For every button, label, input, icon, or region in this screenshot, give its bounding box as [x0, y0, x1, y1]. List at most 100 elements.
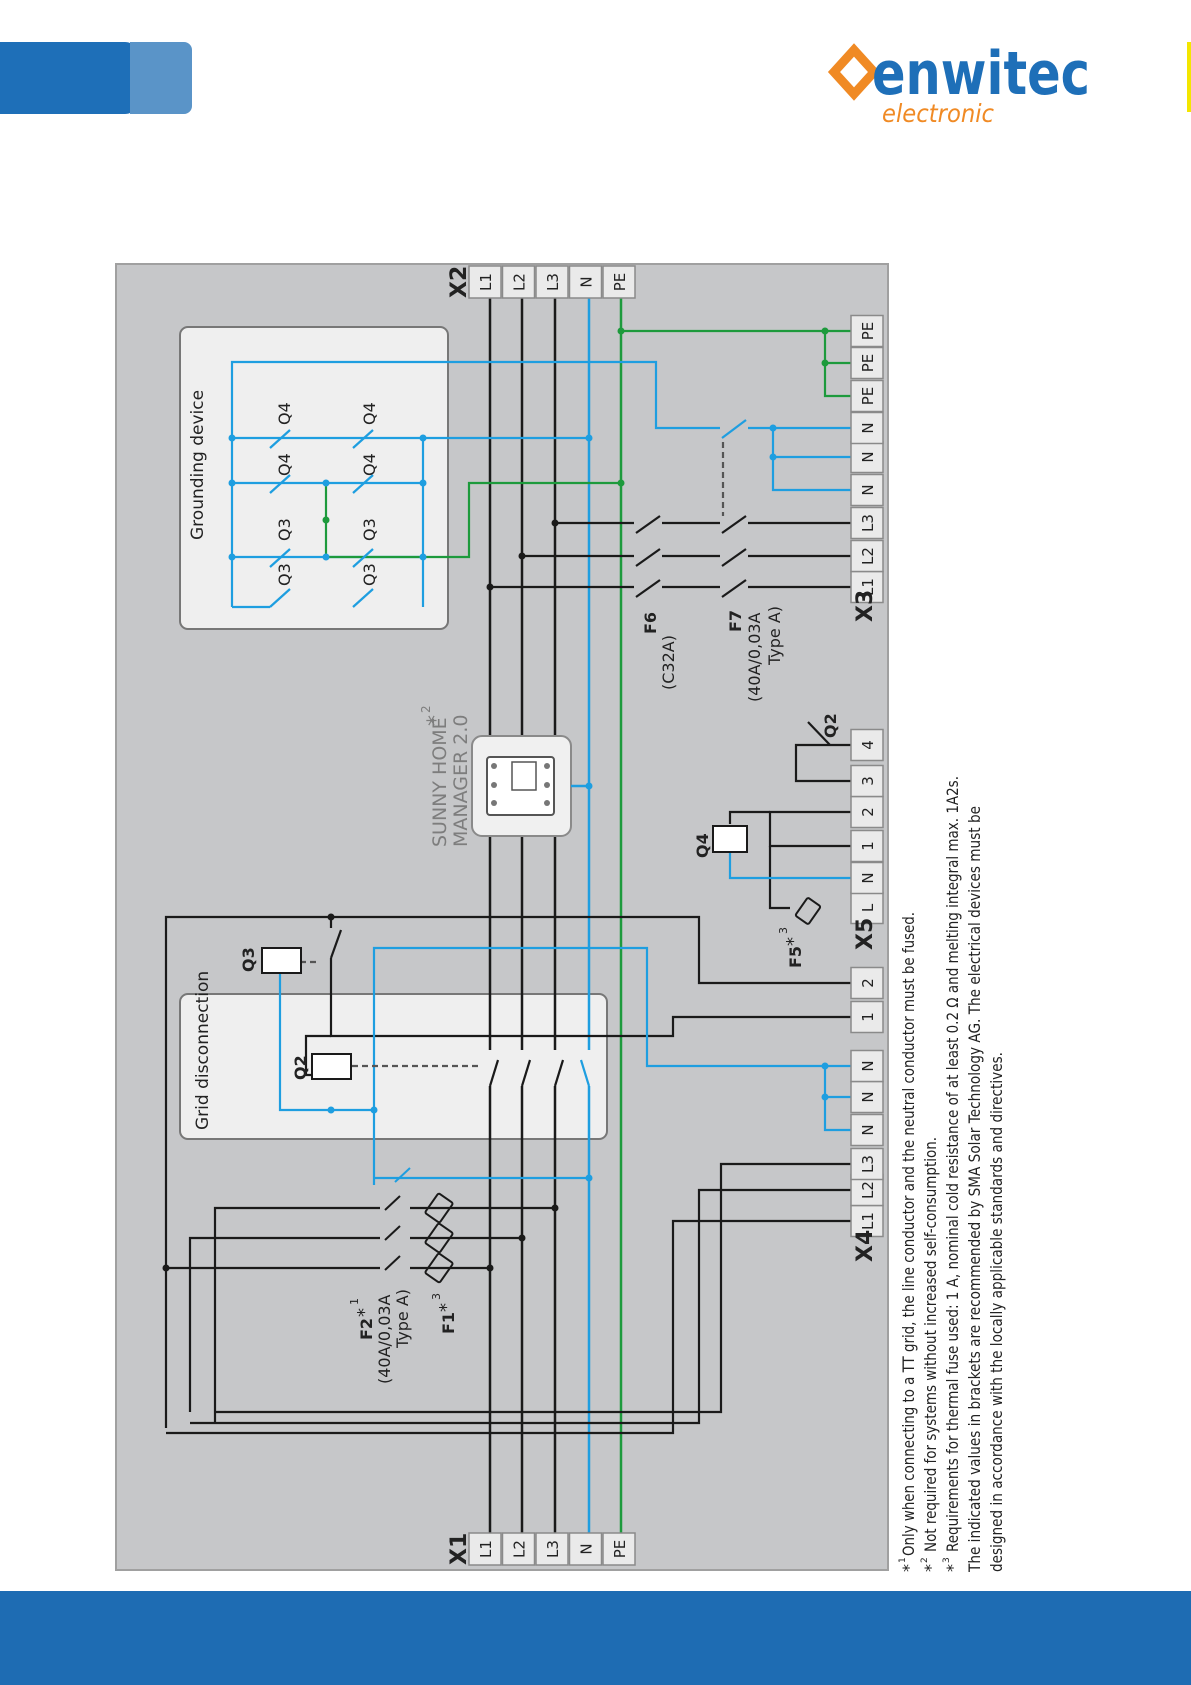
x3-terminal-label: L2: [859, 547, 877, 565]
f6-rating: (C32A): [659, 635, 678, 690]
x4-terminal-label: N: [859, 1091, 877, 1102]
q3-label-2: Q3: [275, 518, 294, 541]
x4-terminal-label: L3: [859, 1155, 877, 1173]
q4-coil: [712, 825, 748, 853]
x4-terminal-cell: [850, 1204, 884, 1238]
footnote-2-mark: *: [921, 1564, 940, 1572]
x4-terminal-label: L1: [859, 1212, 877, 1230]
x3-terminal-label: PE: [859, 354, 877, 373]
f5-note: *: [783, 937, 804, 946]
x1-terminal-label: L2: [511, 1540, 529, 1558]
x5-terminal-label: 1: [859, 841, 877, 851]
meter-note-sup: 2: [419, 705, 433, 713]
q2-coil: [311, 1053, 352, 1080]
x4-terminal-label: 2: [859, 978, 877, 988]
x5-terminal-label: 4: [859, 740, 877, 750]
x1-terminal-cell: [602, 1532, 636, 1566]
grid-disconnection-label: Grid disconnection: [193, 971, 213, 1130]
f2-sup: 1: [348, 1298, 361, 1305]
footnote-4: The indicated values in brackets are rec…: [965, 806, 984, 1573]
f1-note: *: [436, 1303, 457, 1312]
q3-coil: [261, 947, 302, 974]
x2-terminal-label: L3: [544, 273, 562, 291]
grounding-device-box: [179, 326, 449, 630]
q4-label-1: Q4: [275, 453, 294, 476]
q2-label: Q2: [291, 1055, 310, 1080]
x4-block-name: X4: [853, 1230, 878, 1262]
f5-fuse: [794, 897, 822, 925]
x2-terminal-label: N: [578, 276, 596, 287]
x4-terminal-label: N: [859, 1060, 877, 1071]
x1-terminal-label: PE: [611, 1540, 629, 1559]
f1-sup: 3: [430, 1293, 443, 1300]
footnote-1: Only when connecting to a TT grid, the l…: [899, 912, 918, 1556]
grid-disconnection-wiring: [164, 915, 865, 1435]
x4-terminal-cell: [850, 1147, 884, 1181]
meter-label-line2: MANAGER 2.0: [450, 715, 472, 847]
yellow-edge-accent: [1187, 42, 1191, 112]
f5-sup: 3: [777, 927, 790, 934]
f2-label: F2: [357, 1318, 376, 1340]
x4-terminal-cell: [850, 1113, 884, 1147]
f7-line2: Type A): [765, 606, 784, 666]
x4-terminal-cell: [850, 1000, 884, 1034]
header-tab-dark: [0, 42, 137, 114]
f2-note: *: [354, 1308, 375, 1317]
x4-terminal-cell: [850, 1049, 884, 1083]
x5-terminal-cell: [850, 829, 884, 863]
x3-terminal-label: PE: [859, 322, 877, 341]
x5-terminal-label: 3: [859, 776, 877, 786]
q2-contact-label: Q2: [821, 713, 840, 738]
footnote-1-sup: 1: [898, 1557, 908, 1563]
x5-terminal-label: N: [859, 872, 877, 883]
q3-label-1: Q3: [275, 563, 294, 586]
grid-disconnection-contacts: [315, 928, 600, 1087]
grounding-contacts: [269, 429, 374, 608]
q4-label-3: Q4: [360, 453, 379, 476]
x3-dots: [486, 327, 829, 591]
x2-terminal-cell: [535, 265, 569, 299]
x2-terminal-cell: [602, 265, 636, 299]
x3-terminal-cell: [850, 411, 884, 445]
x2-terminal-cell: [468, 265, 502, 299]
grounding-device-dots: [228, 434, 593, 561]
x4-terminal-cell: [850, 966, 884, 1000]
q3-coil-label: Q3: [239, 947, 258, 972]
x1-terminal-cell: [501, 1532, 536, 1566]
footnote-2-sup: 2: [920, 1557, 930, 1563]
x1-terminal-label: L3: [544, 1540, 562, 1558]
x4-terminal-cell: [850, 1080, 884, 1114]
x1-terminal-cell: [568, 1532, 603, 1566]
x1-terminal-label: L1: [477, 1540, 495, 1558]
x3-terminal-cell: [850, 539, 884, 573]
sunny-home-manager: [471, 735, 593, 837]
f6-f7-contacts: [634, 419, 748, 598]
x4-terminal-label: N: [859, 1124, 877, 1135]
footnotes: * 1 Only when connecting to a TT grid, t…: [898, 776, 1006, 1573]
x2-terminal-cell: [501, 265, 536, 299]
x5-terminal-label: 2: [859, 807, 877, 817]
x2-terminal-label: L1: [477, 273, 495, 291]
f2-line2: Type A): [393, 1289, 412, 1349]
q3-label-4: Q3: [360, 518, 379, 541]
meter-label-line1: SUNNY HOME: [429, 717, 451, 847]
footer-band: [0, 1591, 1191, 1685]
f1-f2-devices: [380, 1167, 454, 1284]
f1-label: F1: [439, 1312, 458, 1334]
x3-terminal-cell: [850, 506, 884, 540]
x5-terminal-cell: [850, 728, 884, 762]
logo-diamond-icon: [827, 43, 881, 101]
f7-line1: (40A/0,03A: [745, 612, 764, 702]
logo-tagline: electronic: [882, 99, 994, 128]
x3-terminal-cell: [850, 346, 884, 380]
x3-terminal-label: N: [859, 422, 877, 433]
x5-wiring: [728, 721, 865, 910]
x2-terminal-label: PE: [611, 273, 629, 292]
x3-terminal-cell: [850, 314, 884, 348]
f6-label: F6: [641, 612, 660, 634]
x2-block-name: X2: [447, 266, 472, 298]
x5-terminal-cell: [850, 764, 884, 798]
x2-terminal-cell: [568, 265, 603, 299]
